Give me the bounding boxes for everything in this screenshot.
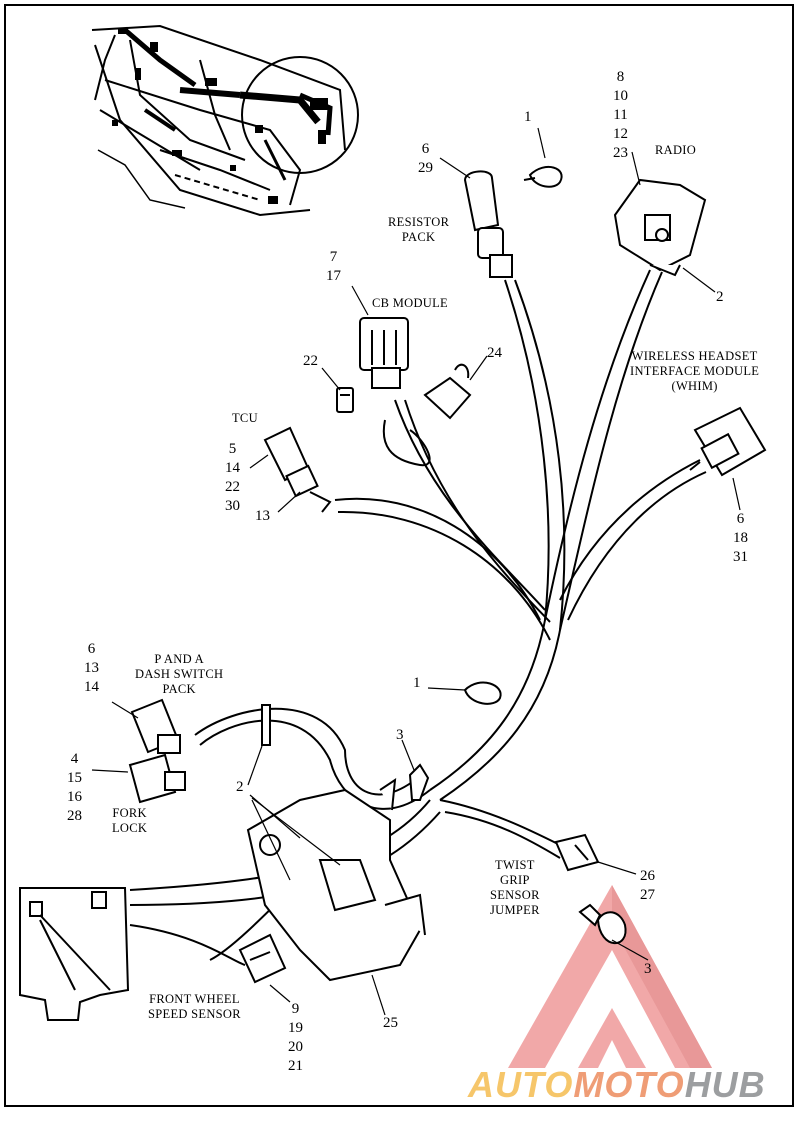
item-22-plug (336, 387, 354, 413)
tcu-connector (263, 426, 332, 513)
whim-connector (689, 406, 767, 477)
clip-middle (463, 681, 502, 705)
callout-3-top: 3 (396, 727, 404, 743)
watermark-triangle (508, 885, 712, 1068)
callout-25: 25 (383, 1015, 398, 1031)
p-and-a-connector (130, 698, 181, 754)
front-wheel-sensor-connector (238, 933, 287, 984)
clip-bottom (578, 903, 627, 945)
push-pin-top (408, 763, 430, 801)
callout-clip-mid: 1 (413, 675, 421, 691)
resistor-pack (463, 170, 513, 278)
callout-22: 22 (303, 353, 318, 369)
leader-lines (91, 127, 741, 1016)
caption-cb-module: CB MODULE (372, 296, 448, 310)
harness-cables (129, 269, 707, 966)
callout-radio-clip: 2 (716, 289, 724, 305)
cb-module-connector (359, 317, 409, 389)
callout-24: 24 (487, 345, 502, 361)
caption-radio: RADIO (655, 143, 697, 157)
callout-3-bottom: 3 (644, 961, 652, 977)
mounting-bracket (246, 777, 426, 982)
automotohub-logo: AUTOMOTOHUB (468, 1064, 766, 1105)
twist-grip-jumper (554, 833, 600, 872)
item-24-grommet (423, 363, 472, 420)
steering-head-block (19, 887, 130, 1021)
caption-tcu: TCU (232, 411, 258, 425)
motorcycle-frame-sketch (91, 24, 359, 217)
callout-tcu-13: 13 (255, 508, 270, 524)
callout-clip-top: 1 (524, 109, 532, 125)
frame-sketch-specks (112, 28, 328, 204)
clip-top (523, 165, 563, 188)
fork-lock-connector (128, 753, 186, 804)
diagram-frame (4, 4, 794, 1107)
callout-ties-2: 2 (236, 779, 244, 795)
radio-connector (613, 178, 707, 277)
